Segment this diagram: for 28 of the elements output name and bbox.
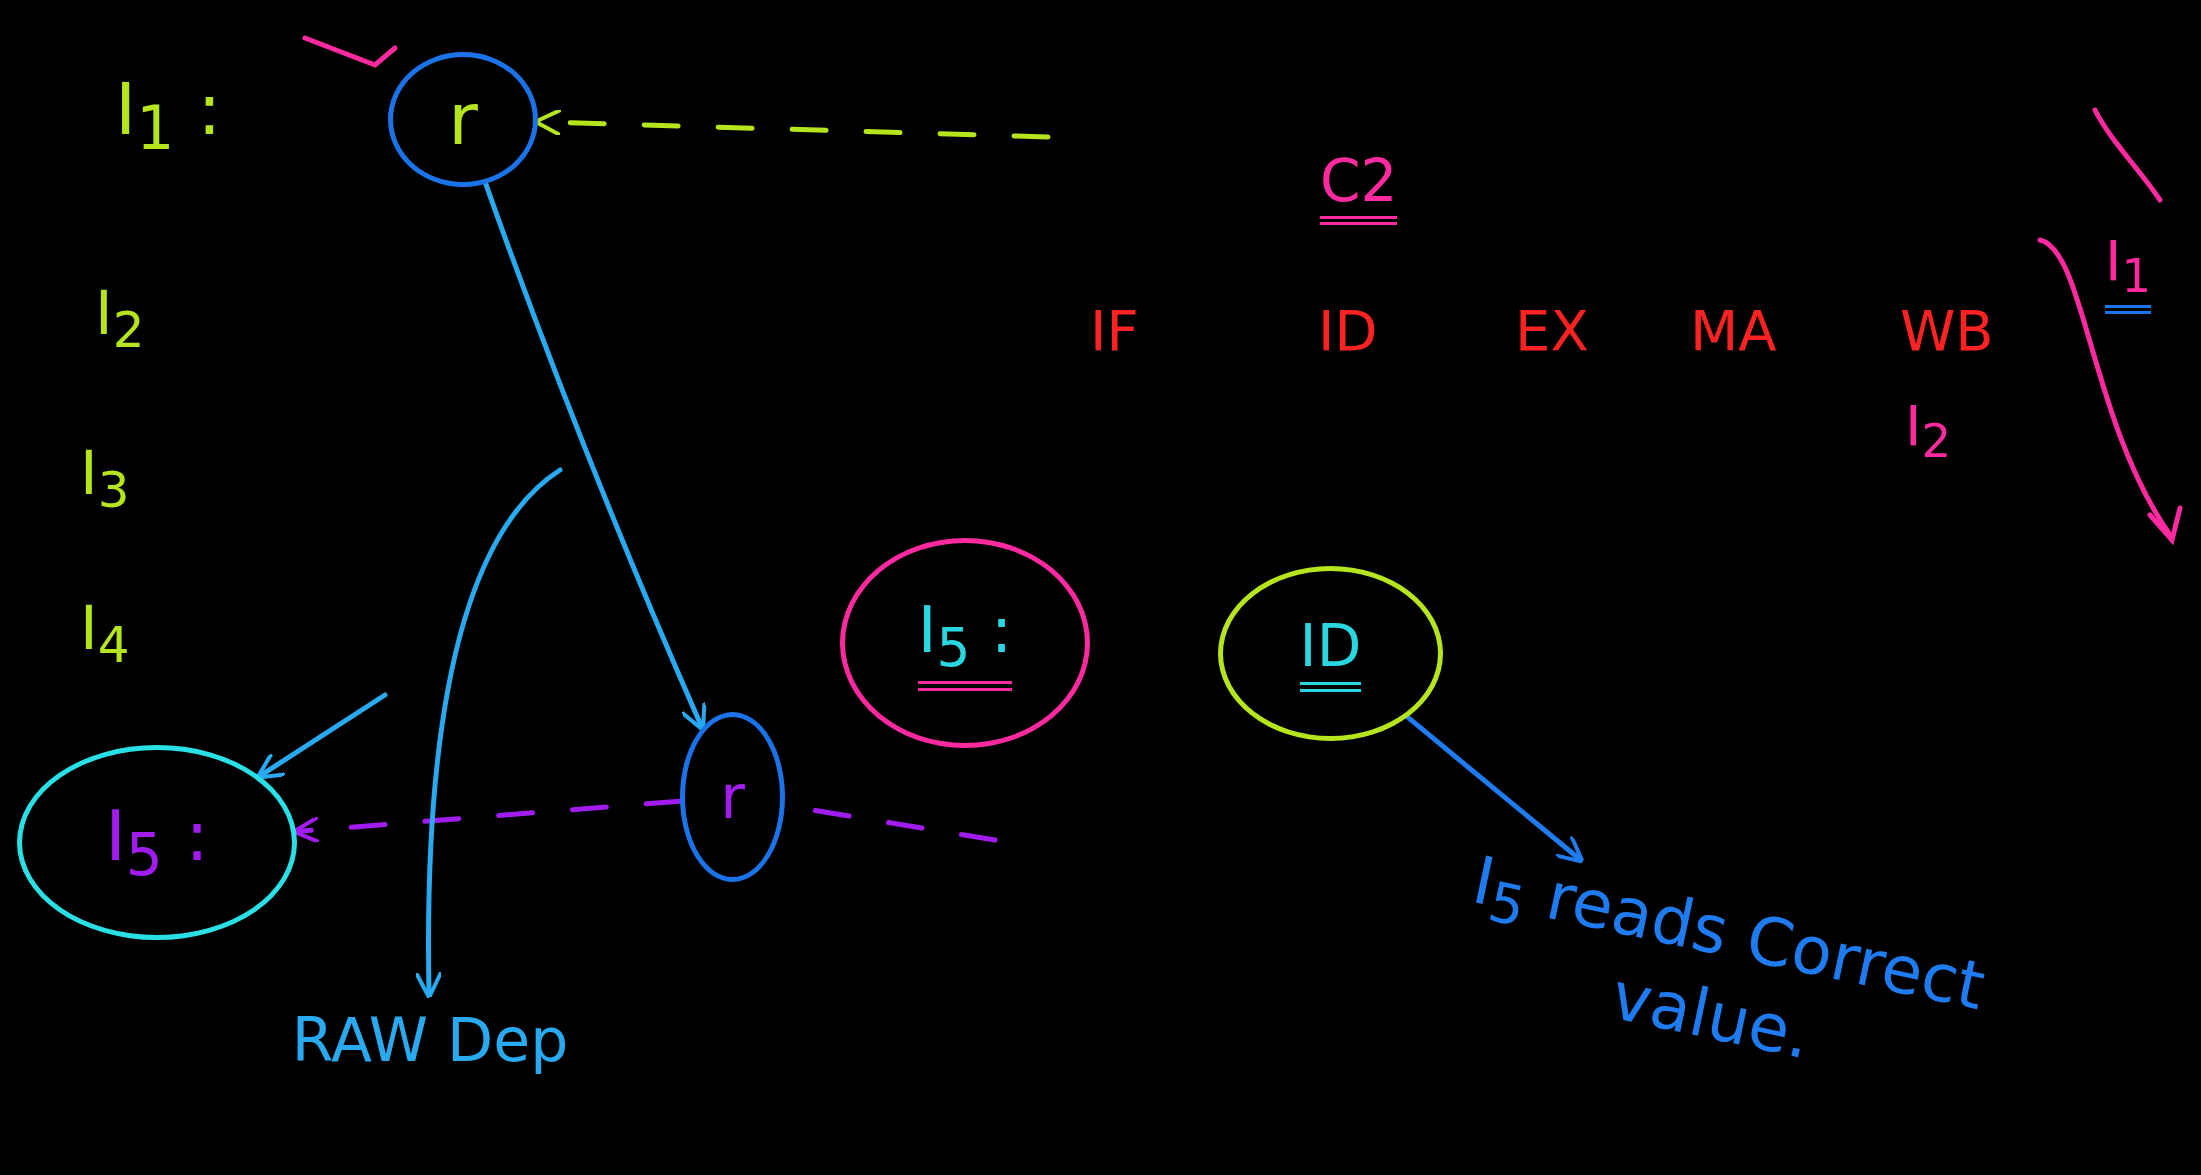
label-text: I$_{1}$ :: [115, 70, 222, 162]
circle-node: [388, 52, 538, 187]
arrow: [255, 692, 388, 780]
circle-node: [17, 745, 297, 940]
arrow: [414, 467, 563, 1000]
label-text: I$_{1}$: [2105, 230, 2152, 314]
label-text: I$_{2}$: [95, 280, 145, 358]
label-text: MA: [1690, 300, 1777, 362]
label-text: IF: [1090, 300, 1139, 362]
label-text: C2: [1320, 150, 1398, 225]
node-text: I$_{5}$ :: [917, 594, 1013, 692]
node-text: r: [448, 79, 478, 160]
node-text: r: [720, 764, 745, 830]
node-text: ID: [1299, 614, 1362, 693]
label-text: I$_{4}$: [80, 595, 130, 673]
label-text: I$_{3}$: [80, 440, 130, 518]
arrow: [1405, 714, 1585, 864]
node-text: I$_{5}$ reads Correct value.: [1465, 840, 1993, 1076]
label-text: EX: [1515, 300, 1589, 362]
node-text: I$_{5}$ :: [105, 797, 209, 888]
circle-node: [1218, 566, 1443, 741]
label-text: WB: [1900, 300, 1994, 362]
circle-node: [840, 538, 1090, 748]
label-text: ID: [1318, 300, 1378, 362]
node-text: RAW Dep: [291, 1007, 569, 1073]
arrow: [483, 181, 707, 733]
label-text: I$_{2}$: [1905, 395, 1952, 468]
circle-node: [680, 712, 785, 882]
